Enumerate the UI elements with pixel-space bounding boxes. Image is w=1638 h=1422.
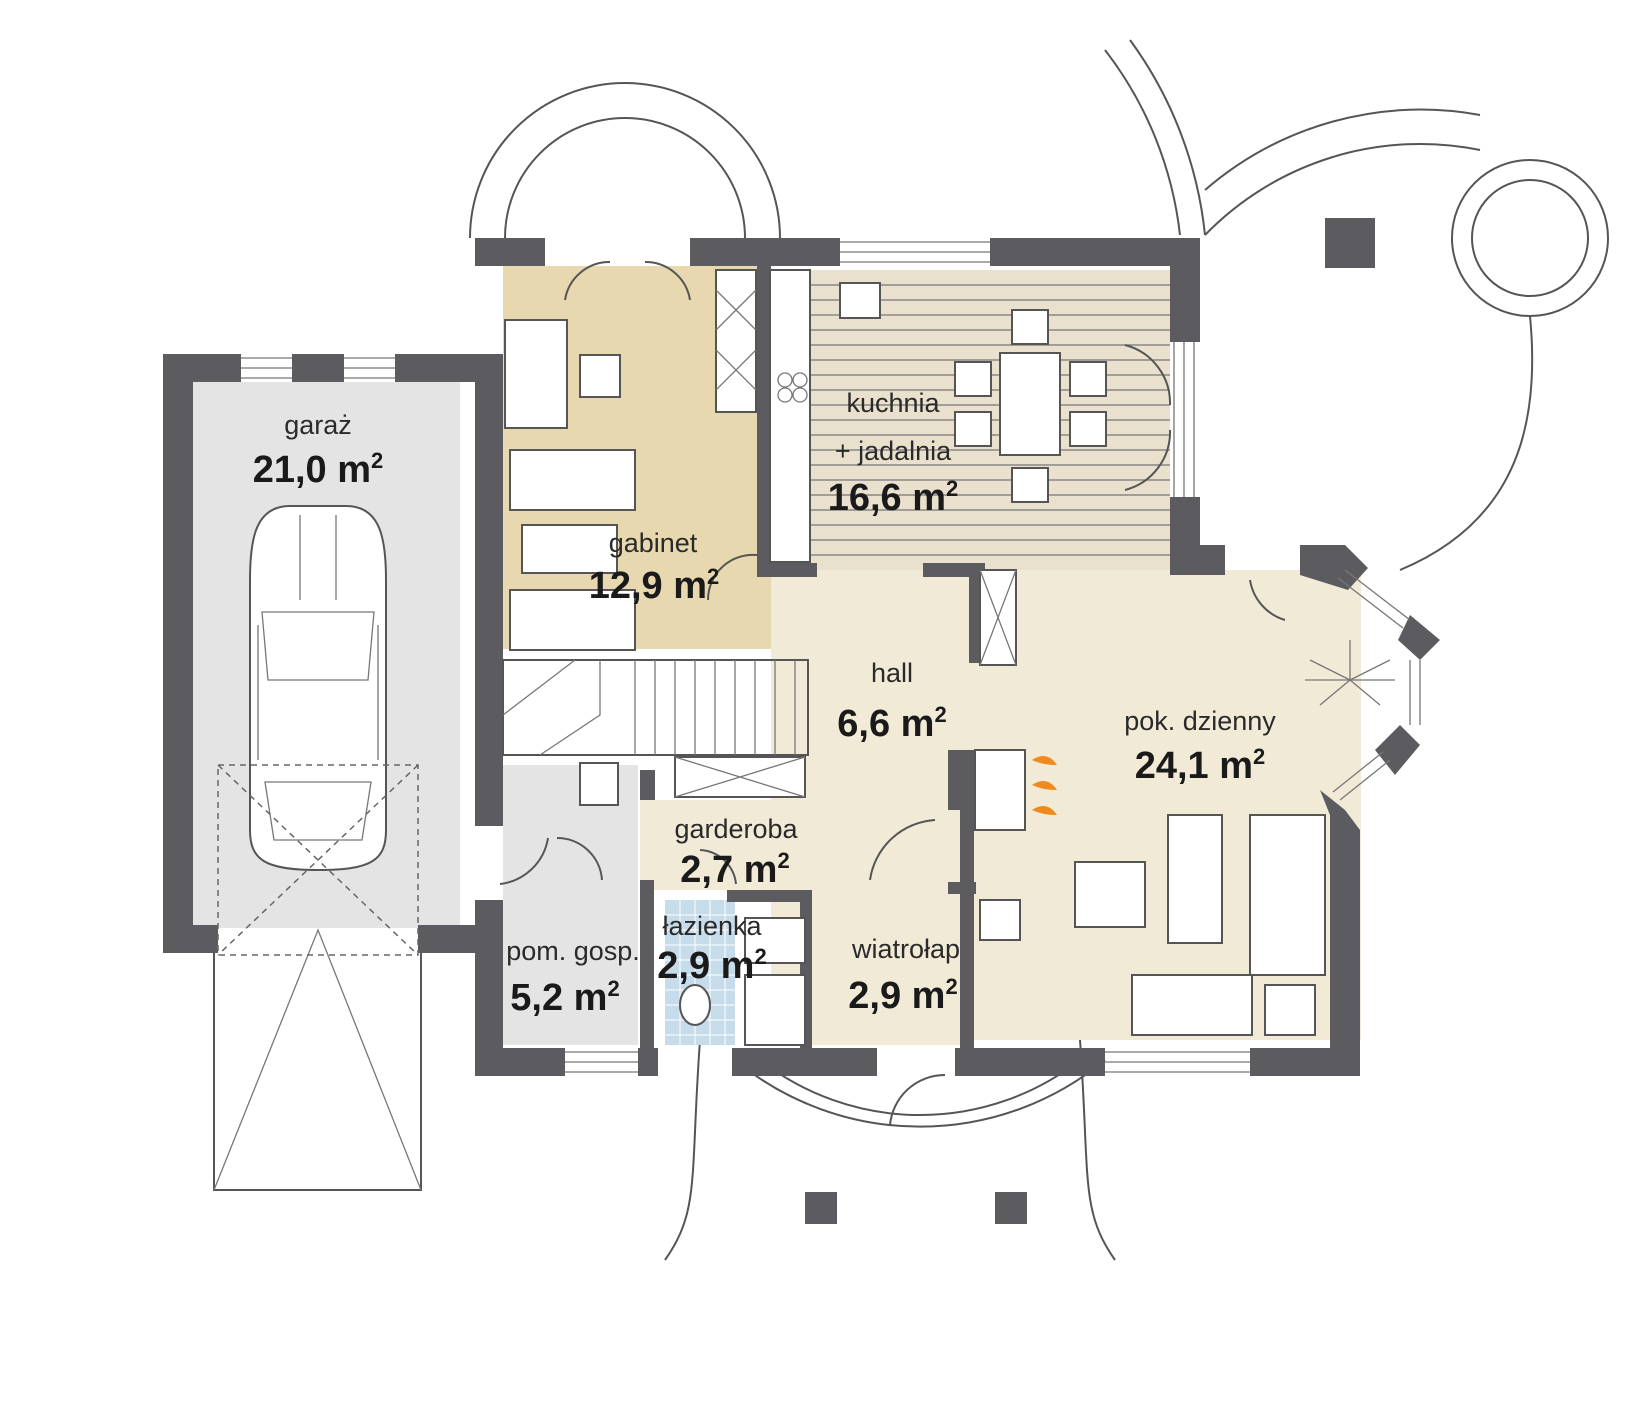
svg-text:2,7 m2: 2,7 m2 [680,848,789,891]
room-unit: m [901,703,935,745]
room-hall: hall 6,6 m2 [837,658,946,745]
room-area: 12,9 [589,565,663,607]
office-furniture [504,260,757,651]
room-garderoba: garderoba 2,7 m2 [674,814,798,891]
room-pok-dzienny: pok. dzienny 24,1 m2 [1124,706,1276,787]
room-lazienka: łazienka 2,9 m2 [657,911,766,987]
room-unit: m [744,849,778,891]
room-name: łazienka [662,911,762,941]
room-name: wiatrołap [851,934,960,964]
room-unit: m [912,477,946,519]
room-unit: m [721,945,755,987]
room-area: 5,2 [510,977,563,1019]
car [249,505,387,872]
room-area: 6,6 [837,703,890,745]
fireplace-flame-icon [1032,756,1057,815]
room-name-line1: kuchnia [846,388,940,418]
room-name: pom. gosp. [506,936,640,966]
unit-superscript: 2 [371,448,383,473]
svg-text:24,1 m2: 24,1 m2 [1135,744,1266,787]
unit-superscript: 2 [946,476,958,501]
svg-text:6,6 m2: 6,6 m2 [837,702,946,745]
svg-text:21,0 m2: 21,0 m2 [253,448,384,491]
unit-superscript: 2 [754,944,766,969]
svg-text:2,9 m2: 2,9 m2 [657,944,766,987]
plant-icon [1305,640,1395,706]
room-area: 2,9 [848,975,901,1017]
room-name: garderoba [674,814,798,844]
room-unit: m [337,449,371,491]
room-garaz: garaż 21,0 m2 [253,410,384,491]
room-name: hall [871,658,913,688]
unit-superscript: 2 [1253,744,1265,769]
room-name: gabinet [609,528,698,558]
unit-superscript: 2 [607,976,619,1001]
svg-text:12,9 m2: 12,9 m2 [589,564,720,607]
wardrobe-floor [640,800,810,890]
staircase [502,659,809,756]
walls [163,238,1440,1076]
room-area: 2,7 [680,849,733,891]
room-area: 21,0 [253,449,327,491]
utility-floor [503,765,638,1045]
unit-superscript: 2 [777,848,789,873]
unit-superscript: 2 [945,974,957,999]
garage-door-swing [217,764,419,956]
windows [241,241,1421,1073]
unit-superscript: 2 [934,702,946,727]
room-area: 2,9 [657,945,710,987]
room-name: pok. dzienny [1124,706,1276,736]
svg-text:5,2 m2: 5,2 m2 [510,976,619,1019]
room-unit: m [673,565,707,607]
living-furniture [869,569,1395,1036]
svg-text:16,6 m2: 16,6 m2 [828,476,959,519]
room-kuchnia: kuchnia + jadalnia 16,6 m2 [828,388,959,519]
room-unit: m [1219,745,1253,787]
room-area: 24,1 [1135,745,1209,787]
kitchen-furniture [769,269,1172,563]
room-name-line2: + jadalnia [835,436,952,466]
room-wiatrolap: wiatrołap 2,9 m2 [848,934,960,1017]
room-gabinet: gabinet 12,9 m2 [589,528,720,607]
room-unit: m [574,977,608,1019]
fixtures [499,553,946,1126]
vestibule-floor [810,900,960,1045]
room-pom-gosp: pom. gosp. 5,2 m2 [506,936,640,1019]
unit-superscript: 2 [707,564,719,589]
room-area: 16,6 [828,477,902,519]
room-unit: m [912,975,946,1017]
room-name: garaż [284,410,352,440]
svg-text:2,9 m2: 2,9 m2 [848,974,957,1017]
